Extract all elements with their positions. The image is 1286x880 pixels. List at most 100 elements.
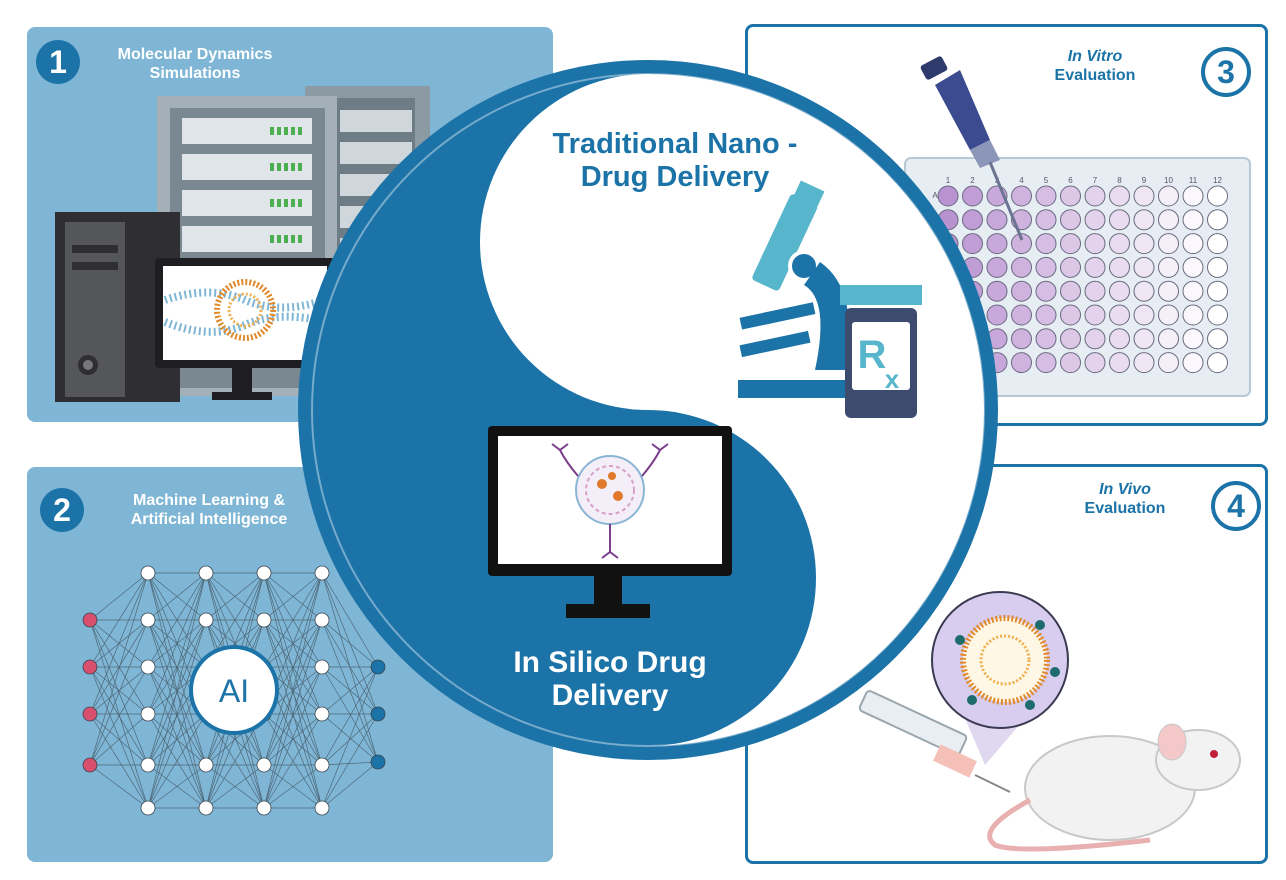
monitor-md-icon: [155, 258, 335, 400]
nn-edge: [263, 619, 323, 766]
nn-edge: [321, 713, 379, 766]
nn-node: [256, 612, 272, 628]
nn-edge: [321, 619, 379, 763]
server-led: [277, 163, 281, 171]
insilico-line1: In Silico Drug: [513, 646, 707, 679]
plate-well: [1060, 328, 1081, 350]
nn-node: [140, 612, 156, 628]
nn-node: [314, 706, 330, 722]
nn-node: [370, 706, 386, 722]
plate-well: [1133, 280, 1155, 302]
server-slot: [340, 142, 412, 164]
nn-node: [198, 800, 214, 816]
panel3-title: In Vitro Evaluation: [1030, 47, 1160, 85]
plate-well: [1207, 209, 1228, 231]
plate-well: [1084, 185, 1106, 207]
nn-edge: [147, 619, 207, 715]
plate-well: [1011, 328, 1032, 350]
panel1-title: Molecular Dynamics Simulations: [95, 45, 295, 83]
nn-edge: [89, 572, 149, 766]
yin-yang-emblem: [298, 60, 998, 760]
traditional-line1: Traditional Nano -: [552, 128, 798, 160]
plate-well: [1207, 280, 1228, 302]
rx-bottle-icon: R x: [840, 285, 922, 418]
plate-well: [1035, 233, 1057, 255]
plate-col-label: 2: [970, 176, 975, 185]
panel4-title: In Vivo Evaluation: [1060, 480, 1190, 518]
plate-row-label: A: [932, 191, 938, 200]
nn-edge: [147, 619, 207, 809]
nn-edge: [89, 572, 149, 668]
nn-edge: [147, 572, 207, 621]
plate-well: [1133, 328, 1155, 350]
plate-well: [1158, 280, 1179, 302]
nn-node: [82, 612, 98, 628]
nn-node: [198, 757, 214, 773]
nn-node: [140, 565, 156, 581]
plate-well: [1133, 352, 1155, 374]
nanoparticle-zoom-icon: [931, 591, 1069, 729]
server-slot: [182, 190, 312, 216]
nn-edge: [89, 619, 149, 766]
plate-well: [1060, 304, 1081, 326]
nn-node: [140, 757, 156, 773]
nn-node: [314, 757, 330, 773]
nn-node: [198, 612, 214, 628]
microscope-icon: [738, 180, 850, 398]
nn-edge: [263, 572, 323, 766]
plate-col-label: 1: [946, 176, 951, 185]
panel2-title: Machine Learning & Artificial Intelligen…: [104, 491, 314, 529]
nn-edge: [89, 572, 149, 621]
plate-wells: [937, 185, 1228, 374]
plate-well: [986, 280, 1008, 302]
server-led: [298, 127, 302, 135]
plate-col-label: 8: [1117, 176, 1122, 185]
nn-edge: [89, 619, 149, 715]
plate-well: [1060, 280, 1081, 302]
server-led: [298, 235, 302, 243]
rx-x-glyph: x: [885, 364, 900, 394]
traditional-delivery-title: Traditional Nano - Drug Delivery: [520, 128, 830, 194]
plate-well: [1060, 256, 1081, 278]
plate-well: [1109, 209, 1130, 231]
plate-well: [1084, 352, 1106, 374]
plate-well: [1133, 209, 1155, 231]
panel4-title-line2: Evaluation: [1084, 500, 1166, 517]
insilico-line2: Delivery: [551, 679, 669, 712]
plate-well: [1158, 304, 1179, 326]
plate-well: [1158, 328, 1179, 350]
nn-edge: [147, 572, 207, 715]
plate-col-label: 5: [1044, 176, 1049, 185]
plate-col-label: 10: [1164, 176, 1173, 185]
server-slot: [340, 110, 412, 132]
plate-well: [1109, 328, 1130, 350]
nn-edge: [263, 666, 323, 809]
nn-edge: [321, 761, 379, 766]
nn-edge: [147, 572, 207, 668]
plate-well: [1109, 256, 1130, 278]
plate-well: [1182, 280, 1204, 302]
plate-well: [1011, 233, 1032, 255]
plate-well: [1133, 185, 1155, 207]
server-led: [291, 235, 295, 243]
server-led: [291, 163, 295, 171]
plate-well: [1207, 328, 1228, 350]
step-badge-4: 4: [1211, 481, 1261, 531]
server-led: [284, 199, 288, 207]
nn-node: [198, 565, 214, 581]
plate-well: [1207, 233, 1228, 255]
plate-well: [1060, 233, 1081, 255]
plate-well: [1035, 328, 1057, 350]
nn-edge: [147, 619, 207, 766]
nn-edge: [89, 713, 149, 809]
ai-circle: [189, 645, 279, 735]
server-led: [291, 127, 295, 135]
plate-well: [962, 185, 983, 207]
server-led: [270, 127, 274, 135]
plate-well: [1109, 280, 1130, 302]
nn-edge: [89, 666, 149, 766]
plate-col-label: 7: [1093, 176, 1098, 185]
ai-label: AI: [219, 673, 249, 709]
plate-well: [1035, 209, 1057, 231]
